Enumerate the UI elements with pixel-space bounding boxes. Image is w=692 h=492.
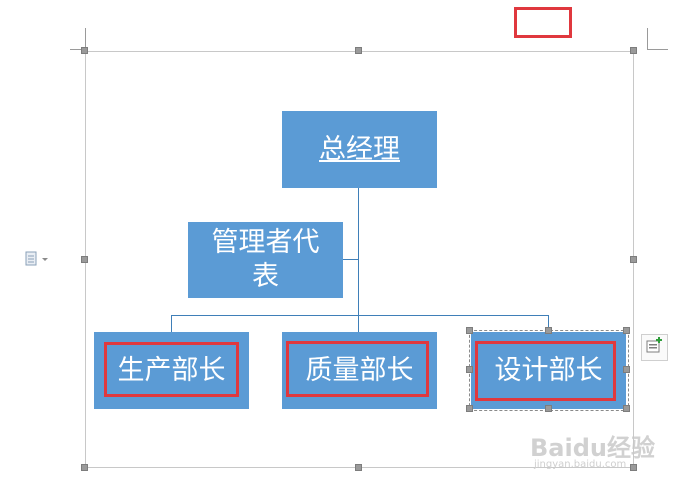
resize-handle[interactable] [630,464,637,471]
annotation-highlight-box [514,7,572,38]
resize-handle[interactable] [81,464,88,471]
page-corner-mark [70,49,86,50]
connector-line [358,188,359,315]
connector-line [548,315,549,332]
node-general-manager[interactable]: 总经理 [282,111,437,188]
annotation-highlight-box [475,341,616,401]
node-label: 质量部长 [305,354,414,386]
resize-handle[interactable] [623,327,630,334]
baidu-watermark-url: jingyan.baidu.com [534,459,627,470]
page-corner-mark [648,49,668,50]
layout-options-icon [645,336,664,359]
resize-handle[interactable] [630,47,637,54]
resize-handle[interactable] [355,47,362,54]
selection-frame [469,330,629,411]
resize-handle[interactable] [355,464,362,471]
resize-handle[interactable] [545,327,552,334]
connector-line [171,315,172,332]
node-label: 设计部长 [494,354,603,386]
resize-handle[interactable] [466,366,473,373]
connector-line [343,259,359,260]
node-label: 管理者代 表 [211,227,320,292]
resize-handle[interactable] [623,366,630,373]
annotation-highlight-box [104,342,239,397]
resize-handle[interactable] [630,256,637,263]
page-corner-mark [85,28,86,50]
connector-line [171,315,548,316]
resize-handle[interactable] [545,405,552,412]
resize-handle[interactable] [81,256,88,263]
node-label: 生产部长 [117,354,226,386]
annotation-highlight-box [286,341,429,397]
resize-handle[interactable] [623,405,630,412]
resize-handle[interactable] [466,405,473,412]
page-corner-mark [647,28,648,50]
resize-handle[interactable] [466,327,473,334]
paste-options-icon[interactable] [24,250,50,268]
baidu-watermark: Baidu经验 [530,434,655,462]
node-management-representative[interactable]: 管理者代 表 [188,222,343,298]
resize-handle[interactable] [81,47,88,54]
connector-line [358,315,359,332]
layout-options-button[interactable] [641,334,668,361]
node-design-manager[interactable]: 设计部长 [471,332,626,409]
node-label: 总经理 [319,133,400,165]
